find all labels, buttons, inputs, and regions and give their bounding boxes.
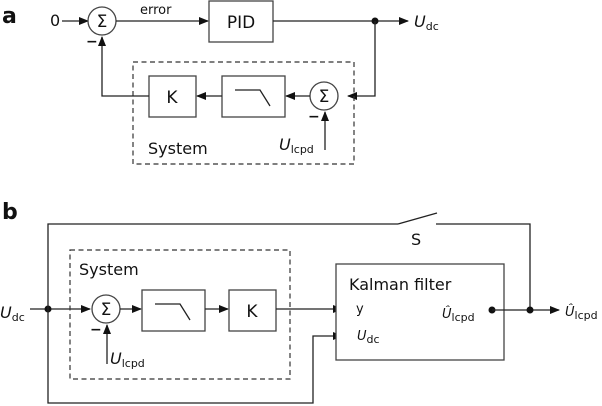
feedback-return-a [98, 36, 149, 97]
gain-label-b: K [246, 302, 258, 322]
switch-wire-right [436, 223, 531, 309]
switch-wire-left [47, 223, 398, 309]
panel-b: b Udc S System Σ − Ulcpd [0, 200, 598, 404]
kalman-output-label: Ûlcpd [442, 306, 475, 324]
pid-box [208, 0, 274, 43]
disturbance-label-b: Ulcpd [110, 349, 145, 370]
minus-sign-a1: − [86, 34, 98, 50]
panel-b-label: b [2, 200, 18, 225]
feedback-line-a [347, 21, 376, 100]
gain-block-a: K [148, 75, 197, 118]
udc-bypass-wire [47, 309, 343, 404]
gain-label-a: K [166, 88, 178, 108]
system-boundary-b [69, 249, 291, 380]
kalman-filter-block: Kalman filter y Udc Ûlcpd [335, 263, 505, 361]
filter-box [221, 75, 286, 118]
switch-s-icon[interactable] [397, 212, 438, 225]
pid-label: PID [227, 13, 255, 33]
output-label-udc: Udc [414, 12, 439, 33]
kalman-input-y: y [356, 302, 364, 317]
kalman-box [335, 263, 505, 361]
gain-box [228, 289, 277, 332]
panel-a-label: a [2, 4, 17, 29]
input-label-udc: Udc [0, 303, 25, 324]
output-label-ulcpd-hat: Ûlcpd [565, 304, 598, 322]
minus-sign-a2: − [308, 109, 320, 125]
filter-box [141, 289, 206, 332]
summing-junction-a2: Σ [309, 81, 339, 111]
sigma-icon: Σ [319, 87, 330, 107]
sigma-icon: Σ [101, 300, 112, 320]
gain-block-b: K [228, 289, 277, 332]
lowpass-filter-block-b [141, 289, 206, 332]
system-label-a: System [148, 139, 208, 158]
kalman-input-udc: Udc [357, 329, 380, 346]
branch-point-b-output [526, 306, 534, 314]
system-boundary-a [132, 61, 355, 165]
system-label-b: System [79, 260, 139, 279]
lowpass-filter-icon [155, 303, 191, 321]
summing-junction-a1: Σ [87, 6, 117, 36]
panel-a: a 0 Σ − error PID Udc System Σ − [2, 0, 439, 165]
summing-junction-b: Σ [91, 294, 121, 324]
minus-sign-b: − [90, 322, 102, 338]
gain-box [148, 75, 197, 118]
switch-label: S [411, 230, 421, 249]
kalman-title: Kalman filter [349, 275, 452, 294]
lowpass-filter-block-a [221, 75, 286, 118]
disturbance-label-a: Ulcpd [279, 135, 314, 156]
pid-block: PID [208, 0, 274, 43]
lowpass-filter-icon [235, 89, 271, 107]
sigma-icon: Σ [97, 12, 108, 32]
error-label: error [140, 3, 172, 18]
reference-input-label: 0 [50, 11, 60, 30]
